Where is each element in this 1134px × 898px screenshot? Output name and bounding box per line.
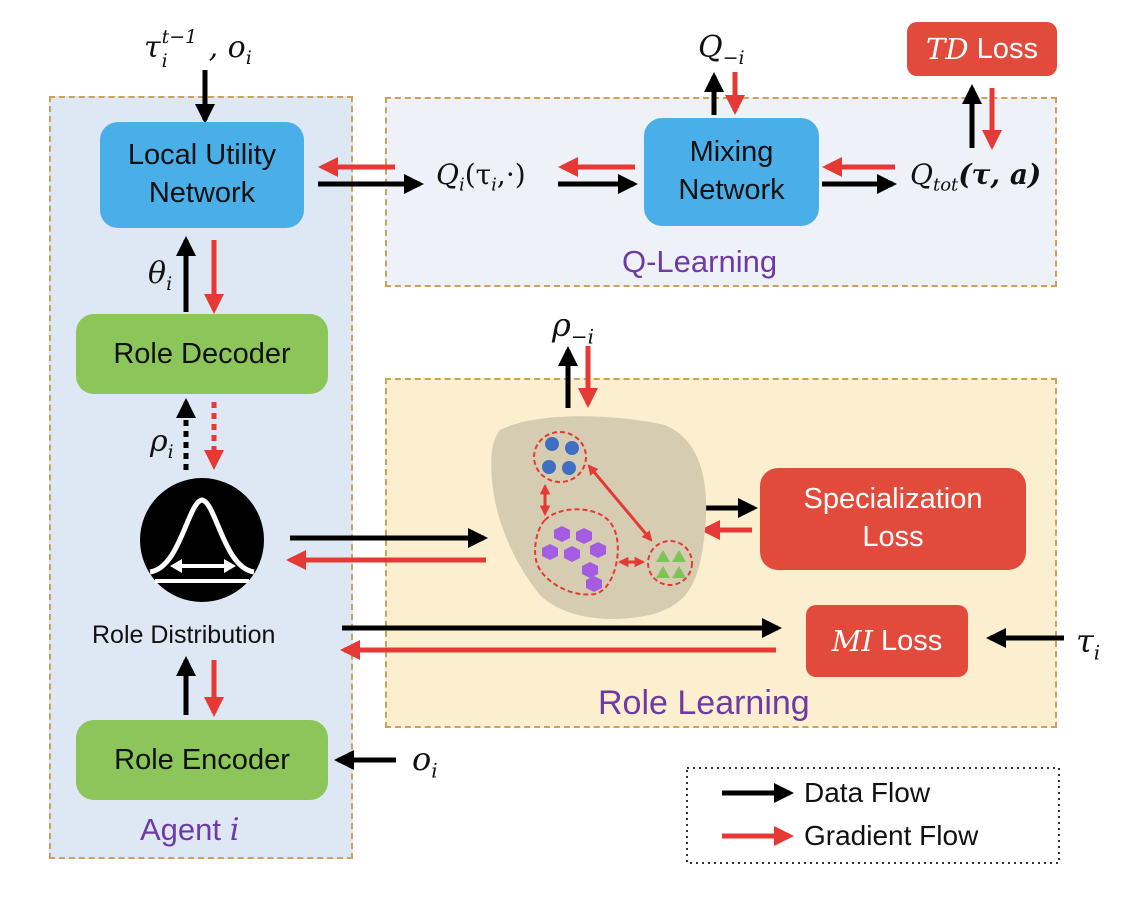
role-distribution-icon — [140, 478, 264, 602]
specialization-loss-box: Specialization Loss — [760, 468, 1026, 570]
role-distribution-label: Role Distribution — [92, 621, 276, 649]
q-learning-title: Q-Learning — [622, 244, 778, 279]
td-loss-italic: TD — [926, 32, 969, 66]
rho-label: ρi — [150, 424, 174, 463]
agent-title: Agent i — [140, 812, 240, 848]
rho-neg-i-label: ρ−i — [552, 306, 594, 349]
mixing-network-box: Mixing Network — [644, 118, 819, 226]
role-decoder-box: Role Decoder — [76, 314, 328, 394]
legend-data-flow: Data Flow — [804, 777, 931, 808]
role-space-cloud — [491, 416, 707, 619]
role-learning-title: Role Learning — [598, 684, 810, 722]
mi-loss-label: Loss — [872, 624, 943, 657]
local-utility-network: Local Utility Network — [100, 122, 304, 228]
mi-loss-italic: MI — [831, 624, 873, 658]
q-tot-label: Qtot(τ, a) — [910, 158, 1042, 196]
legend-gradient-flow: Gradient Flow — [804, 820, 979, 851]
encoder-input-label: oi — [412, 740, 438, 783]
mi-loss-box: MI Loss — [806, 605, 968, 677]
td-loss-label: Loss — [968, 32, 1038, 65]
q-i-label: Qi(τi,·) — [436, 158, 526, 196]
q-neg-i-label: Q−i — [698, 30, 745, 69]
legend-frame — [686, 767, 1060, 864]
tau-i-label: τi — [1076, 622, 1101, 665]
theta-label: θi — [148, 256, 173, 295]
td-loss-box: TD Loss — [907, 22, 1057, 76]
role-encoder-box: Role Encoder — [76, 720, 328, 800]
